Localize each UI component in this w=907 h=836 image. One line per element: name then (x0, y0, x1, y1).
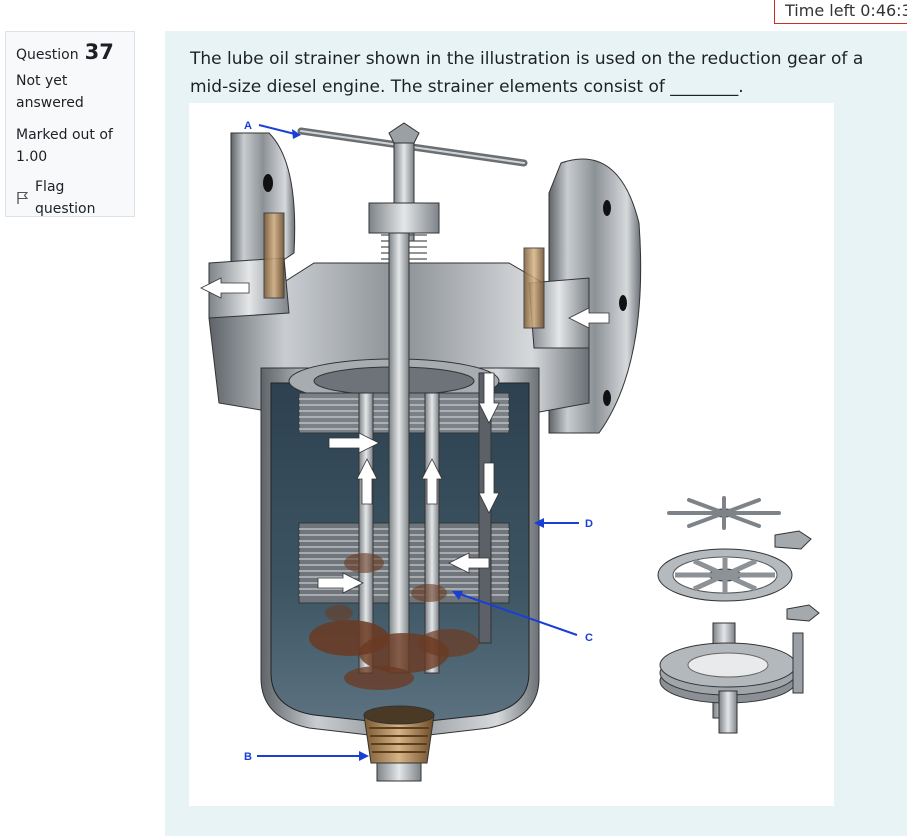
time-left-timer: Time left 0:46:3 (774, 0, 907, 24)
spider-part (667, 496, 781, 530)
question-state: Not yet answered (16, 73, 84, 111)
label-c: C (452, 591, 593, 644)
flag-question-label: Flag question (35, 179, 96, 217)
svg-text:A: A (244, 120, 252, 132)
disc-element-part (659, 622, 804, 734)
timer-text: Time left 0:46:3 (785, 1, 907, 20)
packing-nut (368, 202, 440, 234)
svg-text:D: D (585, 518, 593, 530)
question-text: The lube oil strainer shown in the illus… (190, 49, 864, 97)
question-number: Question 37 (16, 41, 124, 66)
strainer-illustration: A D C B (189, 103, 834, 806)
svg-text:B: B (244, 751, 252, 763)
outlet-flange (230, 132, 296, 264)
cleaner-blade-part-1 (774, 530, 812, 550)
strainer-diagram: A D C B (200, 120, 820, 782)
label-b: B (244, 751, 369, 763)
drain-plug (363, 705, 435, 782)
label-a: A (244, 120, 301, 139)
label-d: D (534, 518, 593, 530)
question-label: Question (16, 47, 79, 63)
question-info-panel: Question 37 Not yet answered Marked out … (5, 31, 135, 217)
element-shafts (358, 232, 492, 674)
svg-text:C: C (585, 632, 593, 644)
distribution-plate-part (657, 548, 793, 602)
flag-icon (16, 191, 29, 205)
flow-arrows (200, 277, 610, 594)
flag-question-button[interactable]: Flag question (16, 176, 124, 220)
sludge-deposit (309, 553, 479, 690)
question-content: The lube oil strainer shown in the illus… (165, 31, 907, 836)
cleaner-blade-part-2 (786, 604, 820, 622)
question-grade: Marked out of 1.00 (16, 127, 113, 165)
question-number-value: 37 (84, 40, 114, 64)
